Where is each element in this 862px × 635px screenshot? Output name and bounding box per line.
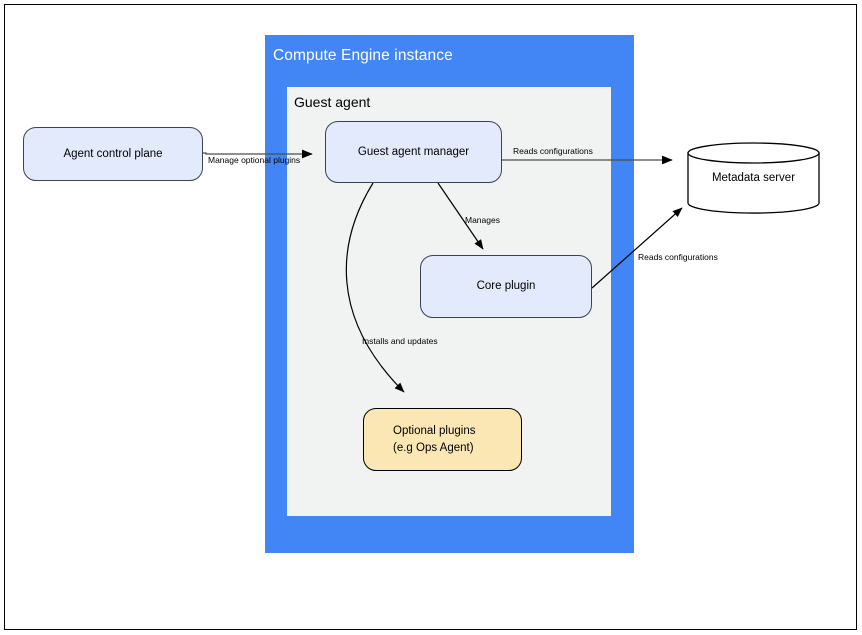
edge-label-manages: Manages bbox=[465, 215, 500, 225]
node-optional-plugins-label-line2: (e.g Ops Agent) bbox=[393, 441, 474, 454]
node-optional-plugins-label: Optional plugins (e.g Ops Agent) bbox=[364, 423, 475, 456]
node-metadata-server[interactable]: Metadata server bbox=[687, 142, 820, 214]
node-core-plugin-label: Core plugin bbox=[476, 280, 536, 293]
edge-label-installs-and-updates: Installs and updates bbox=[362, 336, 438, 346]
node-core-plugin[interactable]: Core plugin bbox=[420, 255, 592, 318]
node-guest-agent-manager[interactable]: Guest agent manager bbox=[325, 121, 502, 183]
node-metadata-server-label: Metadata server bbox=[711, 172, 796, 184]
node-guest-agent-manager-label: Guest agent manager bbox=[357, 145, 470, 158]
edge-label-reads-configurations-manager: Reads configurations bbox=[513, 146, 593, 156]
guest-agent-title: Guest agent bbox=[294, 94, 371, 110]
edge-label-manage-optional-plugins: Manage optional plugins bbox=[208, 155, 301, 165]
node-optional-plugins-label-line1: Optional plugins bbox=[393, 424, 476, 437]
cylinder-shape bbox=[687, 142, 820, 214]
node-optional-plugins[interactable]: Optional plugins (e.g Ops Agent) bbox=[363, 408, 522, 471]
node-agent-control-plane-label: Agent control plane bbox=[63, 147, 163, 160]
edge-label-reads-configurations-core: Reads configurations bbox=[638, 252, 718, 262]
page-border bbox=[4, 4, 857, 630]
node-agent-control-plane[interactable]: Agent control plane bbox=[23, 127, 203, 181]
compute-engine-instance-title: Compute Engine instance bbox=[273, 47, 453, 64]
